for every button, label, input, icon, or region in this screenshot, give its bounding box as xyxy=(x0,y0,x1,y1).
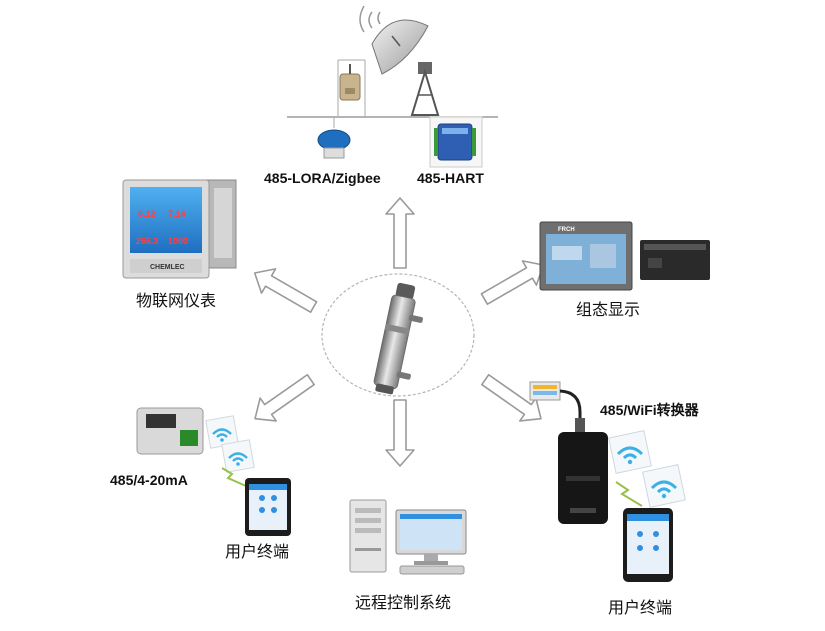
plc-controller-icon xyxy=(640,240,710,280)
pc-tower-icon xyxy=(349,499,387,573)
analog-module-icon xyxy=(136,407,204,455)
satellite-dish-icon xyxy=(359,5,440,116)
zigbee-module-icon xyxy=(317,129,351,159)
arrow-lower-left xyxy=(254,373,315,422)
label-user-terminal-left: 用户终端 xyxy=(225,542,290,561)
signal-bolt-left xyxy=(221,467,247,487)
wifi-icon-right-2 xyxy=(642,464,686,508)
label-hart: 485-HART xyxy=(417,170,484,186)
tablet-left-icon xyxy=(245,478,291,536)
label-user-terminal-right: 用户终端 xyxy=(608,598,673,617)
meter-value-2: 7.14 xyxy=(168,209,186,219)
signal-bolt-right xyxy=(615,481,643,507)
arrow-down xyxy=(385,399,415,467)
label-iot-meter: 物联网仪表 xyxy=(136,291,217,310)
arrow-up xyxy=(385,197,415,269)
label-analog: 485/4-20mA xyxy=(110,472,188,488)
wifi-converter-icon xyxy=(558,432,608,524)
label-config-display: 组态显示 xyxy=(576,300,641,319)
iot-meter-icon xyxy=(122,179,237,279)
lora-gateway-icon xyxy=(339,64,361,101)
label-remote-control: 远程控制系统 xyxy=(355,593,452,612)
pc-monitor-icon xyxy=(395,509,467,565)
keyboard-icon xyxy=(399,565,465,575)
meter-value-4: 1000 xyxy=(168,236,188,246)
label-lora-zigbee: 485-LORA/Zigbee xyxy=(264,170,381,186)
hmi-panel-icon xyxy=(539,221,633,291)
wifi-icon-left-1 xyxy=(205,415,239,449)
wifi-icon-left-2 xyxy=(221,439,255,473)
meter-logo-text: CHEMLEC xyxy=(150,264,185,271)
meter-value-3: 266.3 xyxy=(136,236,159,246)
sensor-ellipse xyxy=(321,273,475,397)
meter-value-1: 6.12 xyxy=(138,209,156,219)
hart-converter-icon xyxy=(434,123,476,161)
wifi-icon-right-1 xyxy=(608,430,652,474)
arrow-upper-left xyxy=(253,268,318,313)
rs485-connector-icon xyxy=(529,381,585,432)
label-wifi-converter: 485/WiFi转换器 xyxy=(600,402,699,418)
sensor-probe-icon xyxy=(373,282,423,395)
tablet-right-icon xyxy=(623,508,673,582)
arrow-upper-right xyxy=(480,260,545,305)
hmi-logo-text: FRCH xyxy=(558,227,575,233)
